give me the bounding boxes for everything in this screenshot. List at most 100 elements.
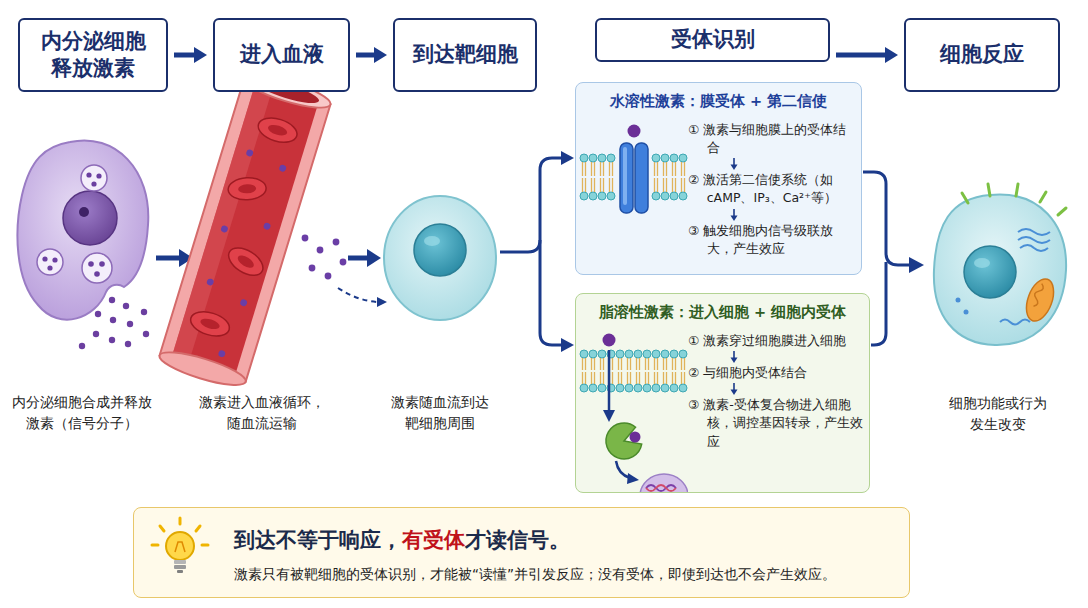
step-arrow — [731, 215, 738, 221]
lipid-tail — [582, 358, 583, 370]
cell-nucleus — [640, 474, 688, 493]
lipid-tail — [657, 162, 658, 176]
stage-box: 受体识别 — [595, 18, 830, 62]
lipid-tail — [594, 358, 595, 370]
lipid-head — [589, 154, 597, 162]
blood-vessel — [278, 164, 286, 172]
hormone-dots — [340, 259, 347, 266]
lipid-tail — [585, 162, 586, 176]
lipid-tail — [594, 162, 595, 176]
lipid-tail — [672, 162, 673, 176]
lipid-head — [580, 192, 588, 200]
responding-cell — [956, 298, 961, 303]
branch-bracket — [500, 151, 574, 352]
lipid-head — [643, 384, 651, 392]
hormone-dot — [628, 125, 641, 138]
lipid-tail — [603, 178, 604, 192]
step-text: ① 激素与细胞膜上的受体结合 — [688, 121, 856, 157]
lipid-tail — [666, 358, 667, 370]
lipid-tail — [603, 358, 604, 370]
branch-bracket — [561, 151, 574, 165]
lipid-tail — [594, 178, 595, 192]
lipid-tail — [657, 372, 658, 384]
endocrine-cell — [37, 249, 63, 275]
endocrine-cell — [79, 343, 85, 349]
key-point-heading: 到达不等于响应，有受体才读信号。 — [234, 526, 570, 554]
lipid-head — [607, 154, 615, 162]
target-cell — [414, 224, 466, 276]
lipid-tail — [675, 162, 676, 176]
step-caption: 细胞功能或行为发生改变 — [946, 393, 1050, 435]
lipid-tail — [681, 372, 682, 384]
lipid-tail — [675, 358, 676, 370]
hormone-dots — [333, 239, 340, 246]
key-point-box: 到达不等于响应，有受体才读信号。激素只有被靶细胞的受体识别，才能被“读懂”并引发… — [133, 507, 910, 598]
lipid-tail — [663, 178, 664, 192]
lipid-head — [661, 384, 669, 392]
arrow-head — [885, 47, 898, 63]
blood-vessel — [218, 349, 226, 357]
lipid-head — [598, 384, 606, 392]
stage-title: 到达靶细胞 — [413, 41, 518, 68]
lipid-head — [679, 384, 687, 392]
blood-vessel — [263, 222, 271, 230]
hormone-dots — [309, 265, 316, 272]
lipid-tail — [636, 372, 637, 384]
lipid-tail — [663, 358, 664, 370]
dashed-arrow — [338, 288, 378, 302]
red-blood-cell — [267, 123, 289, 137]
lipid-head — [679, 350, 687, 358]
lipid-head — [670, 154, 678, 162]
lipid-head — [625, 350, 633, 358]
step-text: ③ 触发细胞内信号级联放大，产生效应 — [688, 222, 856, 258]
endocrine-cell — [109, 297, 115, 303]
lipid-tail — [609, 162, 610, 176]
step-arrow — [728, 351, 740, 363]
endocrine-cell — [79, 297, 149, 349]
lightbulb-icon — [166, 532, 194, 560]
endocrine-cell — [42, 256, 47, 261]
lipid-tail — [582, 162, 583, 176]
lipid-head — [580, 154, 588, 162]
lipid-tail — [585, 178, 586, 192]
lipid-tail — [591, 178, 592, 192]
arrow-shaft — [836, 53, 887, 58]
step-list: ① 激素与细胞膜上的受体结合② 激活第二信使系统（如 cAMP、IP₃、Ca²⁺… — [688, 121, 856, 258]
lightbulb-icon — [177, 570, 183, 573]
step-arrow — [733, 383, 735, 390]
blood-vessel — [185, 148, 290, 359]
step-caption: 内分泌细胞合成并释放激素（信号分子） — [12, 392, 152, 434]
lipid-tail — [639, 358, 640, 370]
stage-box: 细胞反应 — [904, 18, 1060, 92]
stage-box: 到达靶细胞 — [393, 18, 537, 92]
entry-arrow — [608, 350, 611, 411]
blood-vessel — [157, 69, 334, 392]
lipid-tail — [681, 178, 682, 192]
heading-highlight: 有受体 — [402, 528, 465, 552]
lipid-head — [661, 192, 669, 200]
lipid-tail — [600, 162, 601, 176]
endocrine-cell — [99, 261, 105, 267]
lipid-tail — [630, 358, 631, 370]
red-blood-cell — [188, 308, 233, 341]
stage-title: 受体识别 — [671, 26, 755, 53]
heading-part: 到达不等于响应， — [234, 528, 402, 552]
lipid-tail — [654, 372, 655, 384]
lipid-tail — [621, 372, 622, 384]
hormone-dots — [317, 247, 324, 254]
lipid-tail — [618, 358, 619, 370]
lipid-tail — [636, 358, 637, 370]
hormone-dots — [325, 273, 332, 280]
intracellular-receptor — [606, 423, 642, 459]
endocrine-cell — [141, 309, 147, 315]
red-blood-cell — [236, 253, 256, 270]
cell-nucleus — [646, 485, 676, 491]
lipid-head — [679, 192, 687, 200]
lipid-tail — [585, 358, 586, 370]
lipid-tail — [627, 358, 628, 370]
merge-bracket — [909, 257, 924, 273]
lipid-tail — [666, 162, 667, 176]
step-arrow — [731, 358, 738, 364]
membrane-receptor-icon — [576, 83, 688, 275]
membrane-receptor — [620, 143, 633, 213]
